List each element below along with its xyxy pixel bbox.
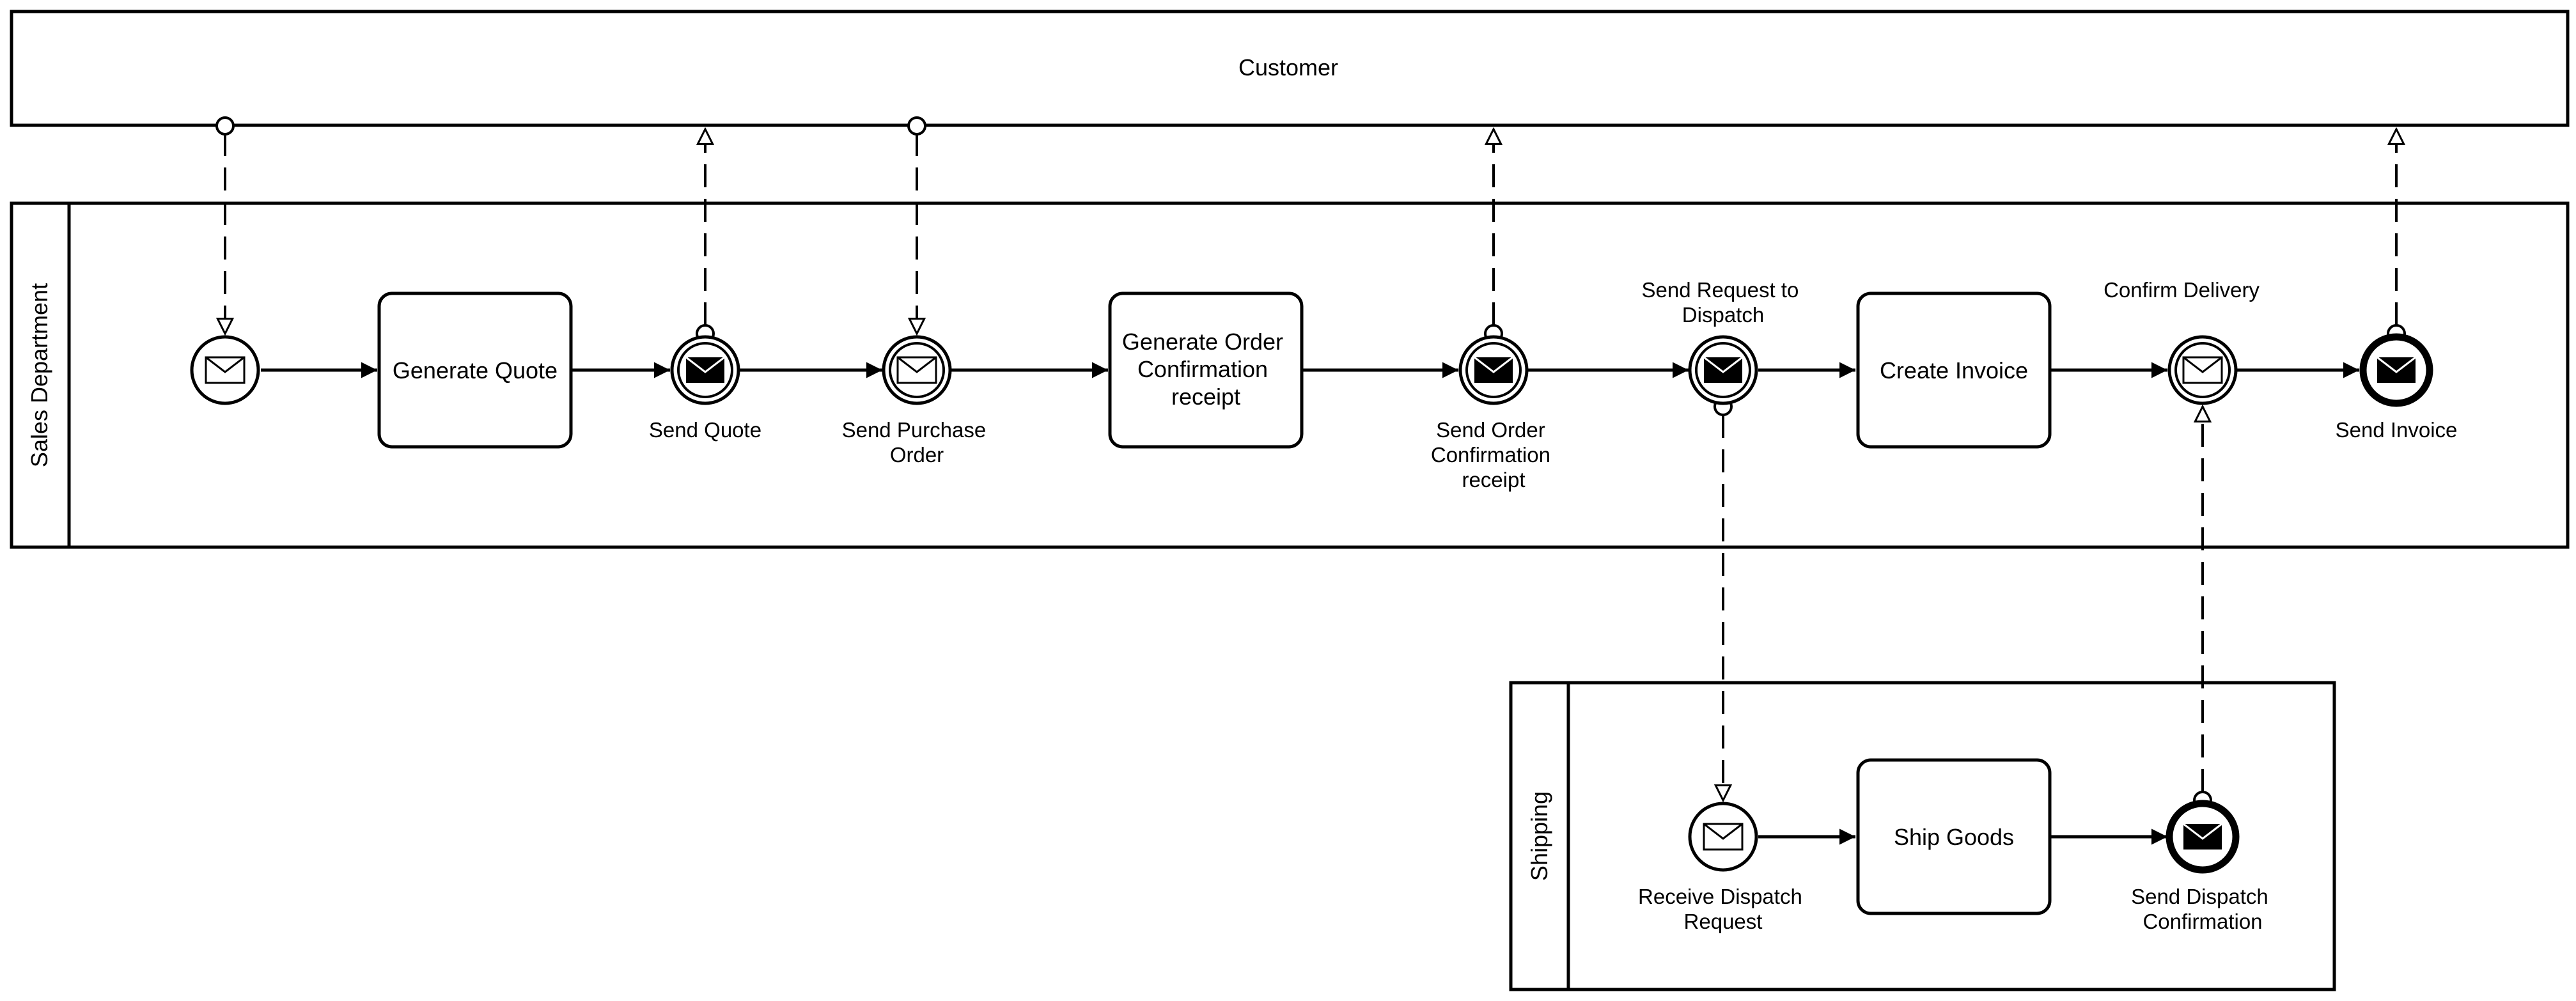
svg-text:Create Invoice: Create Invoice bbox=[1880, 357, 2028, 384]
event-confirm-delivery[interactable]: Confirm Delivery bbox=[2104, 278, 2260, 405]
svg-text:Generate Quote: Generate Quote bbox=[393, 357, 558, 384]
task-label-line-3: receipt bbox=[1171, 384, 1240, 410]
svg-text:Send Quote: Send Quote bbox=[649, 418, 761, 442]
envelope-icon bbox=[2182, 356, 2223, 384]
svg-text:Send Invoice: Send Invoice bbox=[2336, 418, 2458, 442]
sales-department-pool-label: Sales Department bbox=[26, 283, 52, 467]
event-label: Send Quote bbox=[649, 418, 761, 442]
event-send-quote[interactable]: Send Quote bbox=[649, 335, 761, 442]
svg-text:Generate Order Confirmat: Generate Order Confirmation receipt bbox=[1122, 329, 1290, 410]
task-ship-goods[interactable]: Ship Goods bbox=[1856, 758, 2052, 915]
task-label-line-2: Confirmation bbox=[1137, 356, 1268, 382]
event-send-order-confirmation-receipt[interactable]: Send Order Confirmation receipt bbox=[1431, 335, 1556, 492]
event-send-request-to-dispatch[interactable]: Send Request to Dispatch bbox=[1641, 278, 1804, 405]
event-label-line-2: Order bbox=[890, 443, 944, 467]
message-start-event[interactable] bbox=[190, 335, 260, 405]
task-label: Ship Goods bbox=[1894, 824, 2014, 850]
event-label-line-1: Receive Dispatch bbox=[1638, 885, 1802, 908]
event-send-purchase-order[interactable]: Send Purchase Order bbox=[842, 335, 992, 467]
event-label-line-3: receipt bbox=[1462, 468, 1525, 492]
svg-text:Confirm Delivery: Confirm Delivery bbox=[2104, 278, 2260, 302]
event-label-line-1: Send Purchase bbox=[842, 418, 987, 442]
task-generate-order-confirmation-receipt[interactable]: Generate Order Confirmation receipt bbox=[1108, 291, 1304, 449]
end-event-send-invoice[interactable]: Send Invoice bbox=[2336, 333, 2458, 442]
task-create-invoice[interactable]: Create Invoice bbox=[1856, 291, 2052, 449]
customer-pool-label: Customer bbox=[1238, 54, 1338, 81]
message-flow-source bbox=[215, 116, 235, 136]
event-label: Send Invoice bbox=[2336, 418, 2458, 442]
message-flow-source bbox=[907, 116, 926, 136]
task-label: Create Invoice bbox=[1880, 357, 2028, 384]
customer-pool[interactable]: Customer bbox=[10, 10, 2570, 127]
event-label-line-2: Dispatch bbox=[1682, 303, 1764, 327]
filled-envelope-icon bbox=[2183, 823, 2222, 850]
event-label-line-2: Confirmation bbox=[1431, 443, 1550, 467]
svg-text:Ship Goods: Ship Goods bbox=[1894, 824, 2014, 850]
filled-envelope-icon bbox=[685, 356, 725, 383]
start-event-receive-dispatch-request[interactable]: Receive Dispatch Request bbox=[1638, 802, 1808, 933]
svg-text:Receive Dispatch Request: Receive Dispatch Request bbox=[1638, 885, 1808, 933]
end-event-send-dispatch-confirmation[interactable]: Send Dispatch Confirmation bbox=[2131, 800, 2274, 933]
filled-envelope-icon bbox=[1703, 356, 1743, 383]
filled-envelope-icon bbox=[1474, 356, 1513, 383]
envelope-icon bbox=[896, 356, 937, 384]
event-label: Confirm Delivery bbox=[2104, 278, 2260, 302]
svg-text:Send Dispatch Confirmati: Send Dispatch Confirmation bbox=[2131, 885, 2274, 933]
event-label-line-1: Send Request to bbox=[1641, 278, 1799, 302]
event-label-line-1: Send Dispatch bbox=[2131, 885, 2268, 908]
event-label-line-1: Send Order bbox=[1436, 418, 1545, 442]
shipping-pool-label: Shipping bbox=[1526, 791, 1552, 881]
envelope-icon bbox=[205, 356, 246, 384]
sequence-flows bbox=[261, 362, 2359, 845]
filled-envelope-icon bbox=[2377, 356, 2416, 383]
task-generate-quote[interactable]: Generate Quote bbox=[377, 291, 573, 449]
svg-text:Send Purchase Order: Send Purchase Order bbox=[842, 418, 992, 467]
svg-text:Send Request to Dispatch: Send Request to Dispatch bbox=[1641, 278, 1804, 327]
envelope-icon bbox=[1703, 823, 1744, 851]
svg-text:Send Order Confirmation: Send Order Confirmation receipt bbox=[1431, 418, 1556, 492]
event-label-line-2: Request bbox=[1684, 910, 1763, 933]
task-label-line-1: Generate Order bbox=[1122, 329, 1283, 355]
event-label-line-2: Confirmation bbox=[2143, 910, 2262, 933]
task-label: Generate Quote bbox=[393, 357, 558, 384]
